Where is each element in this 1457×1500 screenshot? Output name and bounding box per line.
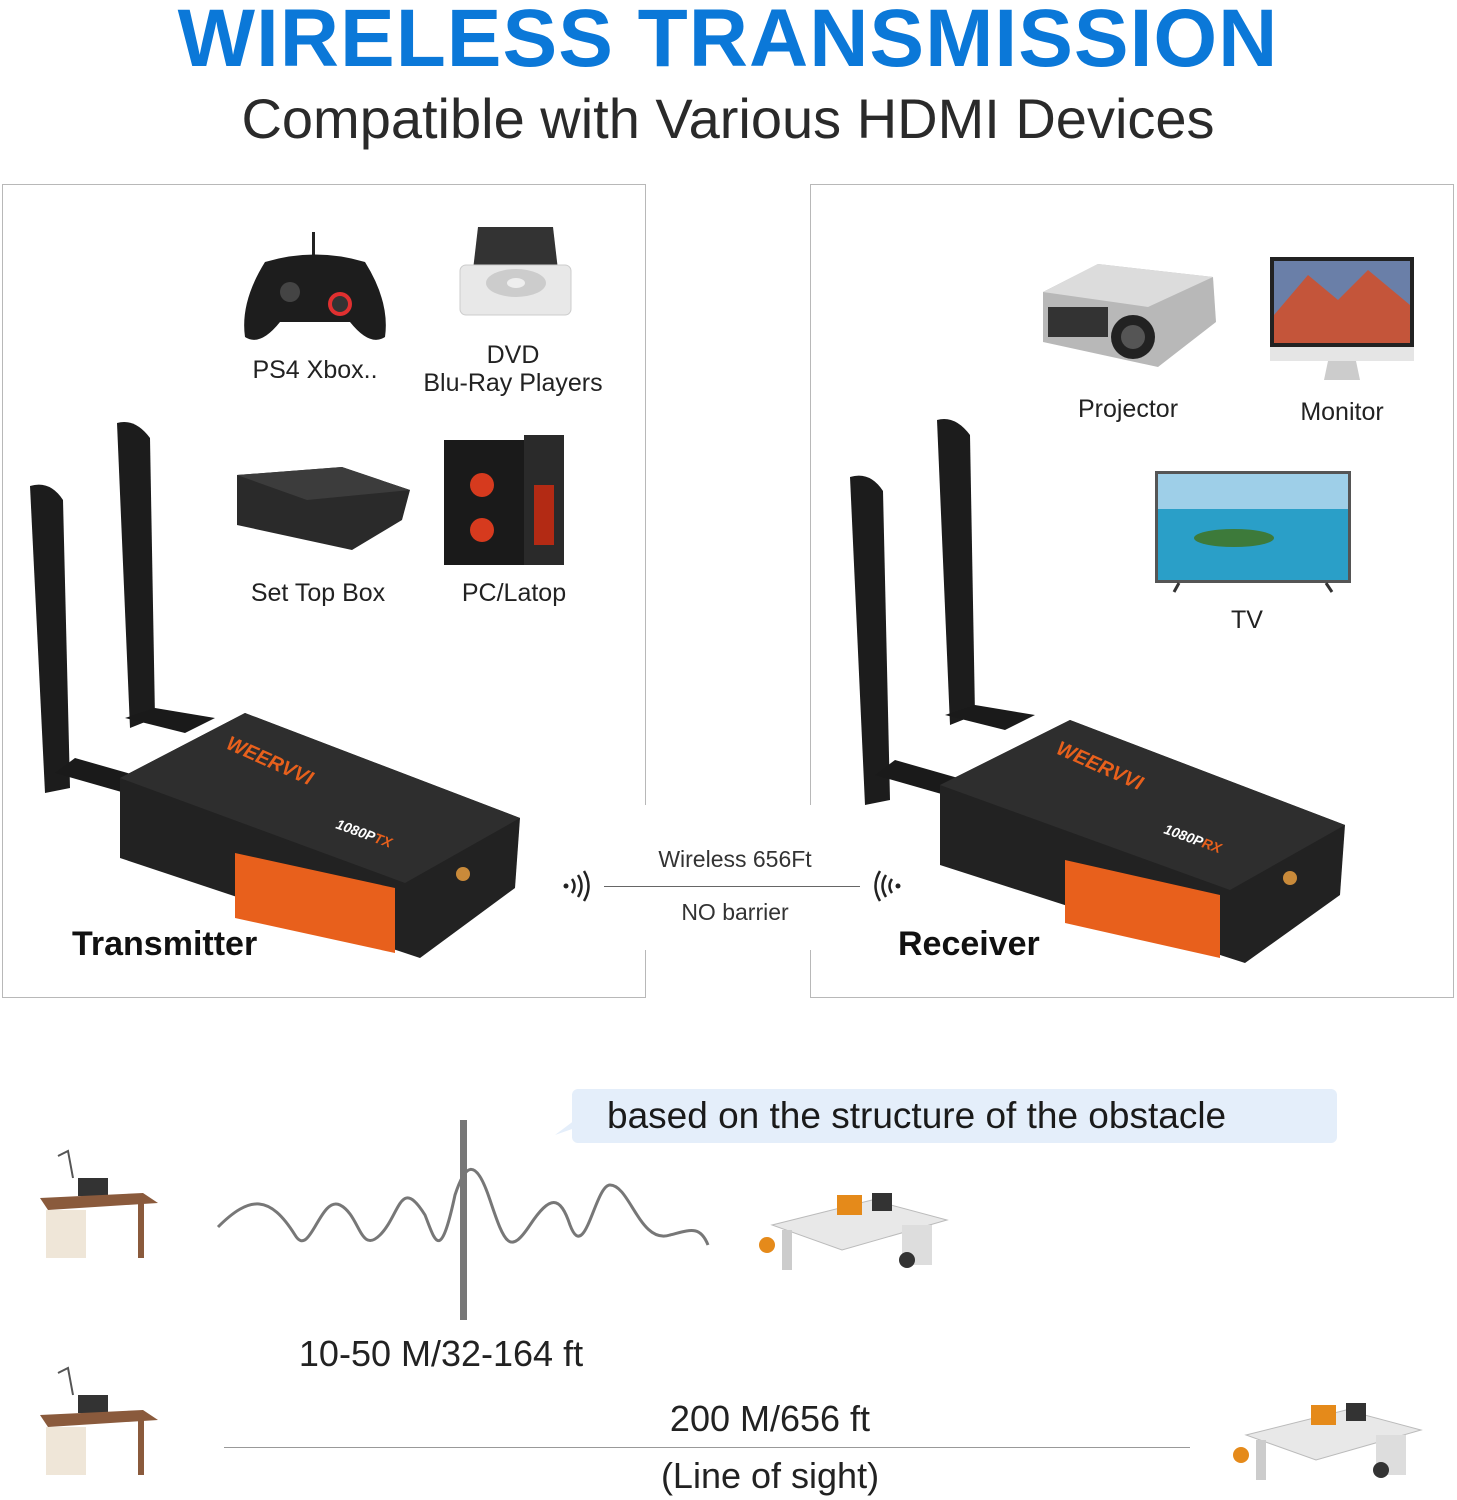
receiver-label: Receiver xyxy=(898,925,1040,963)
device-label-tv: TV xyxy=(1231,606,1263,634)
page-title: WIRELESS TRANSMISSION xyxy=(177,0,1279,84)
desk-icon-2 xyxy=(40,1366,158,1475)
office-icon xyxy=(759,1193,949,1270)
set-top-box-icon xyxy=(237,467,410,550)
obstacle-wave-diagram xyxy=(216,1120,710,1320)
los-distance: 200 M/656 ft xyxy=(669,1398,871,1439)
device-label-dvd: DVD xyxy=(486,341,540,369)
transmitter-unit-image: WEERVVI 1080PTX xyxy=(30,422,520,958)
link-top-text: Wireless 656Ft xyxy=(658,846,812,872)
device-label-bluray: Blu-Ray Players xyxy=(423,369,603,397)
page-subtitle: Compatible with Various HDMI Devices xyxy=(241,87,1215,150)
pc-tower-icon xyxy=(444,435,564,565)
obstacle-note: based on the structure of the obstacle xyxy=(607,1095,1227,1136)
device-label-projector: Projector xyxy=(1077,395,1179,423)
projector-icon xyxy=(1043,264,1216,367)
obstacle-note-bubble: based on the structure of the obstacle xyxy=(572,1089,1337,1143)
obstacle-distance: 10-50 M/32-164 ft xyxy=(298,1333,584,1374)
monitor-icon xyxy=(1270,257,1414,380)
device-label-monitor: Monitor xyxy=(1300,398,1384,426)
tv-icon xyxy=(1155,471,1351,593)
signal-out-icon xyxy=(563,870,590,902)
link-line xyxy=(604,886,860,887)
dvd-player-icon xyxy=(459,227,572,316)
receiver-unit-image: WEERVVI 1080PRX xyxy=(850,419,1345,963)
office-icon-2 xyxy=(1233,1403,1423,1480)
desk-icon xyxy=(40,1149,158,1258)
transmitter-label: Transmitter xyxy=(72,925,258,963)
device-label-set-top-box: Set Top Box xyxy=(250,579,386,607)
gamepad-icon xyxy=(244,232,386,340)
signal-in-icon xyxy=(874,870,901,902)
device-label-pc: PC/Latop xyxy=(461,579,567,607)
los-note: (Line of sight) xyxy=(660,1455,880,1496)
bubble-tail xyxy=(555,1120,575,1135)
link-bottom-text: NO barrier xyxy=(681,899,789,925)
los-line xyxy=(224,1447,1190,1448)
device-label-ps4: PS4 Xbox.. xyxy=(252,356,378,384)
